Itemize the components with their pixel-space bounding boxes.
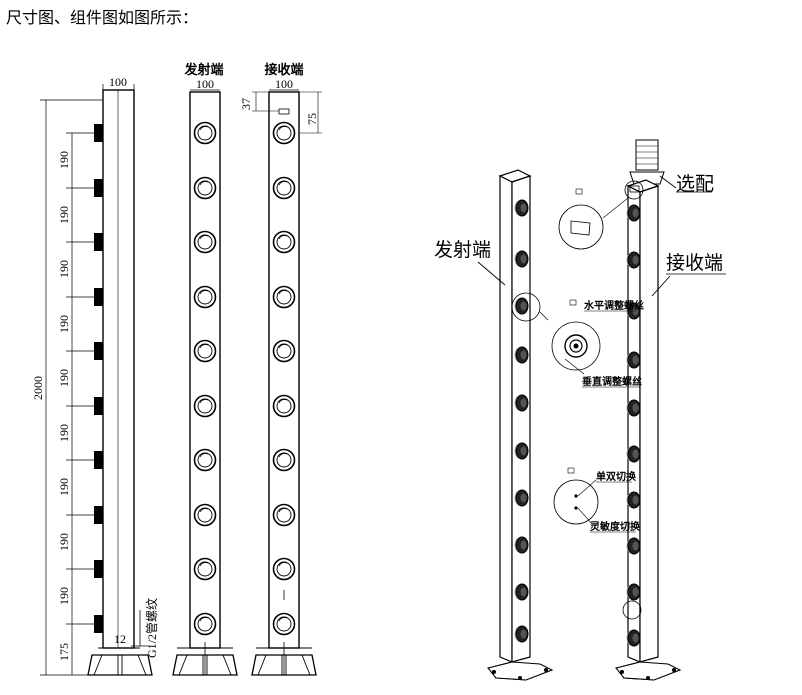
spacing-label: 190 (57, 315, 71, 333)
transmitter-3d-post (487, 169, 554, 681)
spacing-label: 190 (57, 424, 71, 442)
sensitivity-switch-label: 灵敏度切换 (590, 520, 641, 533)
spacing-label: 190 (57, 587, 71, 605)
caption: 尺寸图、组件图如图所示： (6, 8, 199, 27)
spacing-label: 190 (57, 478, 71, 496)
dimension-labels: 100 2000 190 190 190 190 190 190 190 190… (31, 75, 159, 661)
top-detail-callout (558, 188, 629, 250)
bottom-label: 175 (57, 643, 71, 661)
top-offset-label: 37 (239, 98, 253, 110)
dimension-lines (40, 84, 135, 676)
vertical-screw-label: 垂直调整螺丝 (582, 375, 642, 388)
horizontal-screw-label: 水平调整螺丝 (583, 299, 644, 312)
side-view-lenses (94, 124, 103, 633)
receiver-leader (651, 275, 671, 297)
receiver-bottom-detail-circle (622, 600, 642, 620)
receiver-title: 接收端 (264, 62, 303, 78)
optional-leader (659, 175, 677, 189)
width-label: 100 (109, 75, 127, 89)
receiver-label: 接收端 (666, 252, 723, 274)
optional-label: 选配 (676, 173, 714, 195)
spacing-label: 190 (57, 260, 71, 278)
switch-detail-callout (553, 467, 599, 525)
transmitter-width-label: 100 (196, 77, 214, 91)
pipe-dim-label: 12 (114, 632, 126, 646)
transmitter-title: 发射端 (183, 62, 223, 78)
transmitter-detail-circle (511, 292, 541, 322)
single-double-switch-label: 单双切换 (596, 470, 637, 483)
pipe-thread-label: G1/2管螺纹 (144, 598, 159, 658)
spacing-label: 190 (57, 369, 71, 387)
receiver-3d-post (615, 139, 682, 681)
receiver-width-label: 100 (275, 77, 293, 91)
spacing-label: 190 (57, 533, 71, 551)
total-height-label: 2000 (31, 376, 45, 400)
transmitter-label: 发射端 (434, 239, 491, 261)
side-view-post (87, 89, 153, 676)
spacing-label: 190 (57, 151, 71, 169)
spacing-label: 190 (57, 206, 71, 224)
first-lens-label: 75 (305, 113, 319, 125)
transmitter-leader (477, 261, 506, 286)
receiver-top-detail-circle (624, 180, 644, 200)
screw-detail-callout (539, 299, 601, 375)
